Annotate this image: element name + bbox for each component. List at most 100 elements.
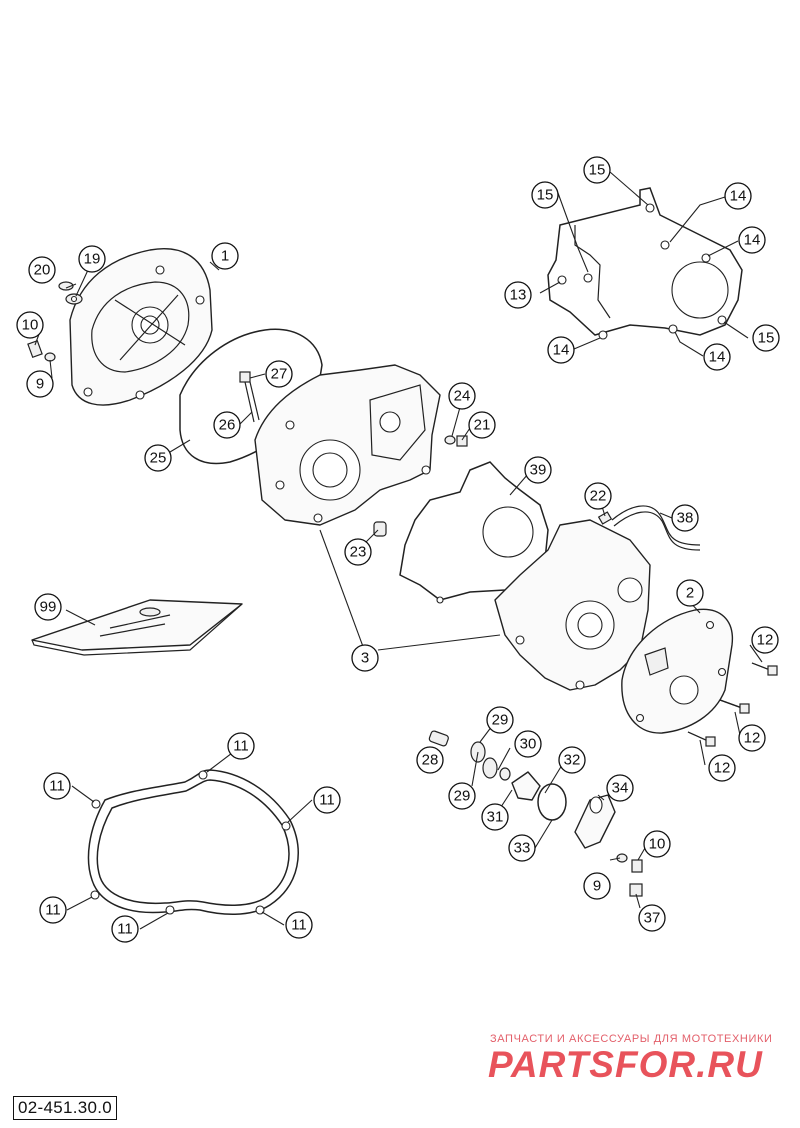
part-3-crankcase-right — [494, 519, 651, 691]
callout-12-b: 12 — [738, 724, 766, 752]
svg-text:32: 32 — [564, 752, 581, 769]
callout-13: 13 — [504, 281, 532, 309]
svg-text:22: 22 — [590, 488, 607, 505]
svg-text:37: 37 — [644, 910, 661, 927]
callout-31: 31 — [481, 803, 509, 831]
callout-14-d: 14 — [703, 343, 731, 371]
svg-text:14: 14 — [744, 232, 761, 249]
callout-19: 19 — [78, 245, 106, 273]
leader-lines — [34, 171, 763, 930]
svg-text:24: 24 — [454, 388, 471, 405]
svg-text:27: 27 — [271, 366, 288, 383]
svg-text:19: 19 — [84, 251, 101, 268]
svg-text:15: 15 — [589, 162, 606, 179]
svg-text:9: 9 — [36, 376, 44, 393]
callout-20: 20 — [28, 256, 56, 284]
callout-33: 33 — [508, 834, 536, 862]
part-3-crankcase-left — [254, 364, 441, 526]
part-11-cover-gasket — [87, 769, 299, 916]
callout-14-c: 14 — [547, 336, 575, 364]
part-1-cover — [69, 248, 213, 406]
part-99-manual — [31, 599, 243, 656]
callout-11-right: 11 — [313, 786, 341, 814]
callout-23: 23 — [344, 538, 372, 566]
callout-26: 26 — [213, 411, 241, 439]
svg-text:2: 2 — [686, 585, 694, 602]
callout-1: 1 — [211, 242, 239, 270]
svg-text:21: 21 — [474, 417, 491, 434]
part-9-10-hardware-left — [27, 339, 56, 362]
callout-14-b: 14 — [738, 226, 766, 254]
svg-text:9: 9 — [593, 878, 601, 895]
callout-27: 27 — [265, 360, 293, 388]
callout-12-c: 12 — [708, 754, 736, 782]
svg-text:14: 14 — [553, 342, 570, 359]
callout-22: 22 — [584, 482, 612, 510]
part-26-27-stud — [239, 371, 260, 423]
svg-text:14: 14 — [730, 188, 747, 205]
svg-text:3: 3 — [361, 650, 369, 667]
svg-text:12: 12 — [744, 730, 761, 747]
part-13-14-15-cylinder-gasket — [547, 187, 743, 340]
svg-text:33: 33 — [514, 840, 531, 857]
callout-9-right: 9 — [583, 872, 611, 900]
callout-34: 34 — [606, 774, 634, 802]
callout-28: 28 — [416, 746, 444, 774]
callout-15-c: 15 — [752, 324, 780, 352]
svg-text:12: 12 — [757, 632, 774, 649]
callout-12-a: 12 — [751, 626, 779, 654]
part-12-bolts — [687, 662, 778, 747]
callout-30: 30 — [514, 730, 542, 758]
callout-3: 3 — [351, 644, 379, 672]
svg-text:1: 1 — [221, 248, 229, 265]
svg-text:14: 14 — [709, 349, 726, 366]
part-21-24-hardware — [444, 435, 468, 447]
svg-text:20: 20 — [34, 262, 51, 279]
part-39-crankcase-gasket — [399, 461, 549, 604]
callout-38: 38 — [671, 504, 699, 532]
callout-24: 24 — [448, 382, 476, 410]
callout-99: 99 — [34, 593, 62, 621]
callout-39: 39 — [524, 456, 552, 484]
part-23-dowel — [373, 521, 387, 537]
callout-10-right: 10 — [643, 830, 671, 858]
callout-29-b: 29 — [448, 782, 476, 810]
callout-11-left-lower: 11 — [39, 896, 67, 924]
watermark-caption: ЗАПЧАСТИ И АКСЕССУАРЫ ДЛЯ МОТОТЕХНИКИ — [490, 1033, 773, 1045]
callout-15-b: 15 — [531, 181, 559, 209]
svg-text:25: 25 — [150, 450, 167, 467]
svg-text:28: 28 — [422, 752, 439, 769]
svg-text:38: 38 — [677, 510, 694, 527]
callout-15-a: 15 — [583, 156, 611, 184]
svg-text:11: 11 — [117, 921, 133, 938]
svg-text:11: 11 — [45, 902, 61, 919]
callout-29-a: 29 — [486, 706, 514, 734]
drawing-number: 02-451.30.0 — [13, 1096, 118, 1120]
svg-text:34: 34 — [612, 780, 629, 797]
callout-37: 37 — [638, 904, 666, 932]
callout-9-left: 9 — [26, 370, 54, 398]
svg-text:15: 15 — [537, 187, 554, 204]
svg-text:11: 11 — [291, 917, 307, 934]
svg-text:13: 13 — [510, 287, 527, 304]
svg-text:23: 23 — [350, 544, 367, 561]
svg-text:10: 10 — [22, 317, 39, 334]
svg-text:10: 10 — [649, 836, 666, 853]
callout-21: 21 — [468, 411, 496, 439]
callout-14-a: 14 — [724, 182, 752, 210]
svg-text:11: 11 — [233, 738, 249, 755]
svg-text:29: 29 — [454, 788, 471, 805]
svg-text:30: 30 — [520, 736, 537, 753]
callout-32: 32 — [558, 746, 586, 774]
callout-11-top: 11 — [227, 732, 255, 760]
callout-11-left-upper: 11 — [43, 772, 71, 800]
svg-text:15: 15 — [758, 330, 775, 347]
part-19-20-hardware — [58, 281, 83, 305]
svg-text:11: 11 — [319, 792, 335, 809]
water-pump-parts — [428, 730, 616, 849]
svg-text:99: 99 — [40, 599, 57, 616]
svg-text:39: 39 — [530, 462, 547, 479]
svg-text:11: 11 — [49, 778, 65, 795]
part-22-38-hose — [597, 505, 701, 551]
